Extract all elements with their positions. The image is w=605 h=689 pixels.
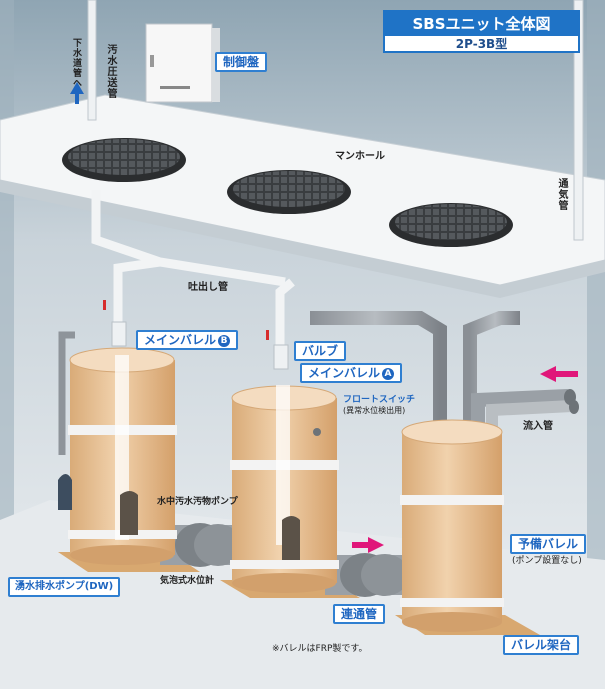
label-float-switch-note: (異常水位検出用) [343,406,406,415]
label-frp-note: ※バレルはFRP製です。 [272,644,368,654]
label-discharge-pipe: 吐出し管 [188,282,228,293]
main-barrel-b-text: メインバレル [144,333,217,347]
label-valve: バルブ [294,341,347,361]
barrel-b [58,331,177,565]
label-spare-barrel: 予備バレル [510,534,587,554]
connecting-pipe-left [160,523,242,567]
barrel-a [230,385,339,593]
label-drainage-pump: 湧水排水ポンプ(DW) [8,577,121,597]
label-spare-barrel-note: (ポンプ設置なし) [512,556,582,566]
label-submersible-pump: 水中汚水汚物ポンプ [157,497,238,507]
label-barrel-stand: バレル架台 [503,635,580,655]
barrel-spare [400,419,504,632]
label-ventilation-pipe: 通気管 [556,178,567,211]
label-pressure-pipe: 汚水圧送管 [105,44,116,99]
label-control-panel: 制御盤 [215,52,268,72]
pink-arrow-icon [352,366,578,553]
title-box: SBSユニット全体図 2P-3B型 [383,10,580,53]
main-barrel-a-text: メインバレル [308,366,381,380]
badge-a-icon: A [382,367,395,380]
label-float-switch: フロートスイッチ [343,395,416,405]
label-bubble-level-meter: 気泡式水位計 [160,576,215,586]
label-connecting-pipe: 連通管 [333,604,386,624]
diagram-title: SBSユニット全体図 [385,12,578,36]
label-sewage-to: 下水道管へ [71,38,81,88]
connecting-pipe-right [325,553,409,597]
label-inflow-pipe: 流入管 [523,421,553,432]
badge-b-icon: B [218,334,231,347]
up-arrow-icon [70,82,84,104]
label-manhole: マンホール [335,151,385,162]
diagram-model: 2P-3B型 [455,37,508,51]
